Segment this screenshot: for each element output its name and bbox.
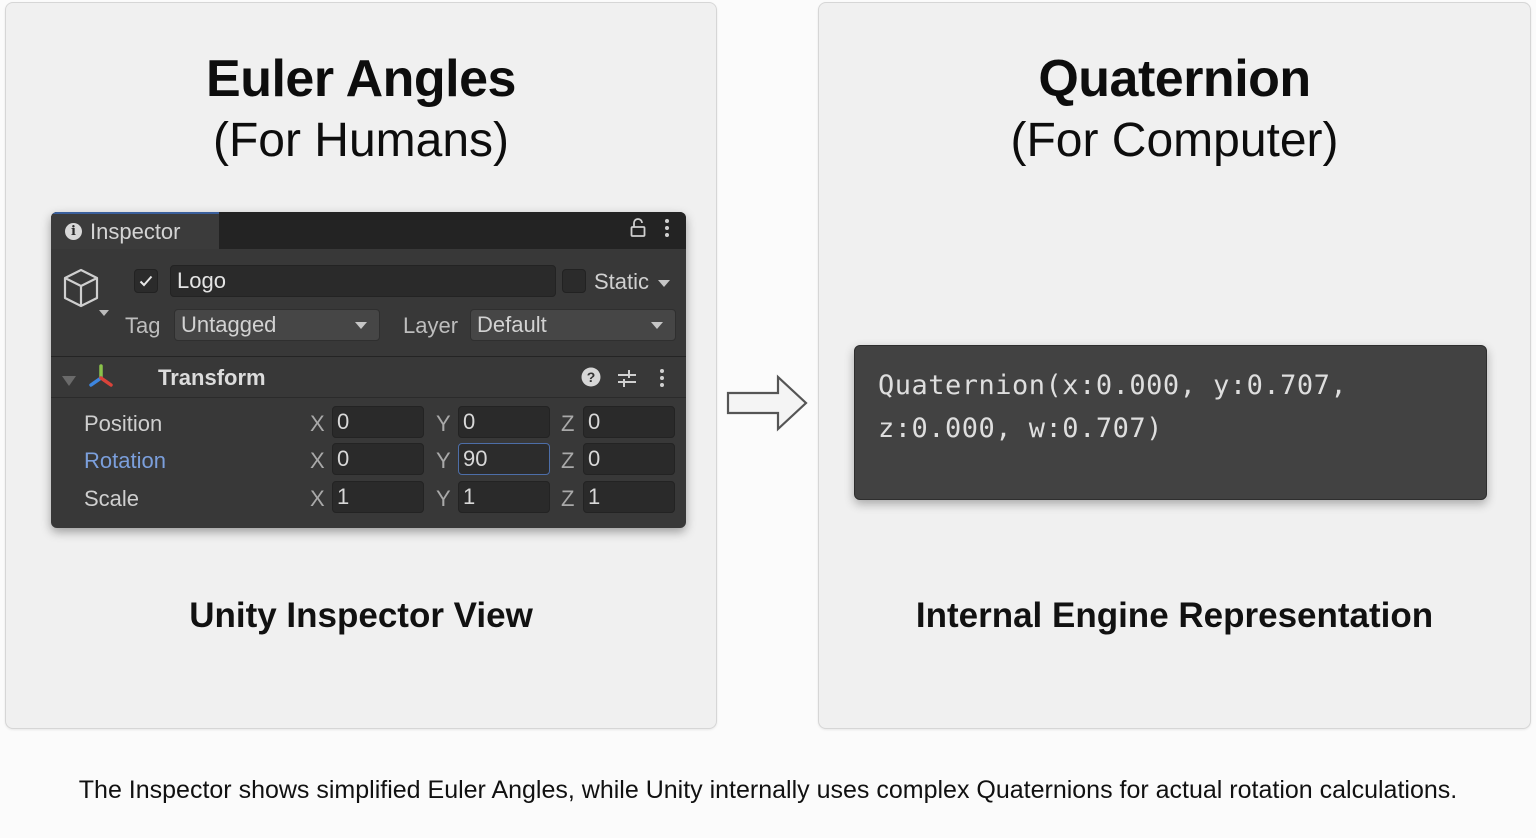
position-z-field[interactable]: 0 xyxy=(583,406,675,438)
static-dropdown[interactable]: Static xyxy=(594,269,671,295)
tag-value: Untagged xyxy=(181,312,277,337)
kebab-menu-icon[interactable] xyxy=(664,218,670,243)
gameobject-name-field[interactable]: Logo xyxy=(170,265,556,297)
euler-caption: Unity Inspector View xyxy=(189,596,533,635)
scale-z-field[interactable]: 1 xyxy=(583,481,675,513)
svg-text:?: ? xyxy=(587,369,596,385)
euler-subtitle: (For Humans) xyxy=(212,114,510,167)
lock-icon[interactable] xyxy=(630,218,646,243)
info-icon: i xyxy=(65,223,82,240)
axis-y-label[interactable]: Y xyxy=(436,411,451,436)
chevron-down-icon xyxy=(355,322,367,329)
axis-x-label[interactable]: X xyxy=(310,411,325,436)
quaternion-subtitle: (For Computer) xyxy=(1010,114,1339,167)
transform-axes-icon xyxy=(87,363,115,396)
quaternion-line-2: z:0.000, w:0.707) xyxy=(878,413,1163,444)
tab-inspector[interactable]: i Inspector xyxy=(51,212,219,249)
axis-z-label[interactable]: Z xyxy=(561,448,575,473)
position-y-field[interactable]: 0 xyxy=(458,406,550,438)
help-icon[interactable]: ? xyxy=(581,367,601,392)
tag-dropdown[interactable]: Untagged xyxy=(174,309,380,341)
unity-inspector: i Inspector Logo Static Tag xyxy=(51,212,686,528)
static-label: Static xyxy=(594,269,650,294)
axis-x-label[interactable]: X xyxy=(310,448,325,473)
inspector-tab-bar: i Inspector xyxy=(51,212,686,249)
gameobject-header: Logo Static Tag Untagged Layer Default xyxy=(51,249,686,357)
right-arrow-icon xyxy=(726,374,810,437)
quaternion-value-box: Quaternion(x:0.000, y:0.707, z:0.000, w:… xyxy=(854,345,1487,500)
presets-icon[interactable] xyxy=(617,368,637,393)
layer-dropdown[interactable]: Default xyxy=(470,309,676,341)
euler-title: Euler Angles xyxy=(206,50,516,108)
axis-z-label[interactable]: Z xyxy=(561,486,575,511)
transform-component-header[interactable]: Transform ? xyxy=(51,358,686,398)
axis-y-label[interactable]: Y xyxy=(436,448,451,473)
quaternion-line-1: Quaternion(x:0.000, y:0.707, xyxy=(878,370,1348,401)
static-checkbox[interactable] xyxy=(562,269,586,293)
quaternion-title: Quaternion xyxy=(1038,50,1311,108)
axis-z-label[interactable]: Z xyxy=(561,411,575,436)
rotation-label[interactable]: Rotation xyxy=(84,448,166,473)
scale-label[interactable]: Scale xyxy=(84,486,140,511)
rotation-y-field[interactable]: 90 xyxy=(458,443,550,475)
position-x-field[interactable]: 0 xyxy=(332,406,424,438)
scale-x-field[interactable]: 1 xyxy=(332,481,424,513)
kebab-menu-icon[interactable] xyxy=(659,368,665,393)
active-checkbox[interactable] xyxy=(134,269,158,293)
chevron-down-icon xyxy=(651,322,663,329)
transform-title: Transform xyxy=(158,365,266,390)
rotation-x-field[interactable]: 0 xyxy=(332,443,424,475)
axis-y-label[interactable]: Y xyxy=(436,486,451,511)
layer-value: Default xyxy=(477,312,547,337)
axis-x-label[interactable]: X xyxy=(310,486,325,511)
tag-label: Tag xyxy=(125,313,161,338)
position-label[interactable]: Position xyxy=(84,411,163,436)
gameobject-cube-icon[interactable] xyxy=(61,266,109,323)
footer-caption: The Inspector shows simplified Euler Ang… xyxy=(78,776,1458,804)
foldout-arrow-icon[interactable] xyxy=(62,373,76,391)
scale-y-field[interactable]: 1 xyxy=(458,481,550,513)
rotation-z-field[interactable]: 0 xyxy=(583,443,675,475)
chevron-down-icon xyxy=(658,279,671,287)
layer-label: Layer xyxy=(403,313,459,338)
quaternion-caption: Internal Engine Representation xyxy=(915,596,1434,635)
tab-label: Inspector xyxy=(90,218,181,244)
